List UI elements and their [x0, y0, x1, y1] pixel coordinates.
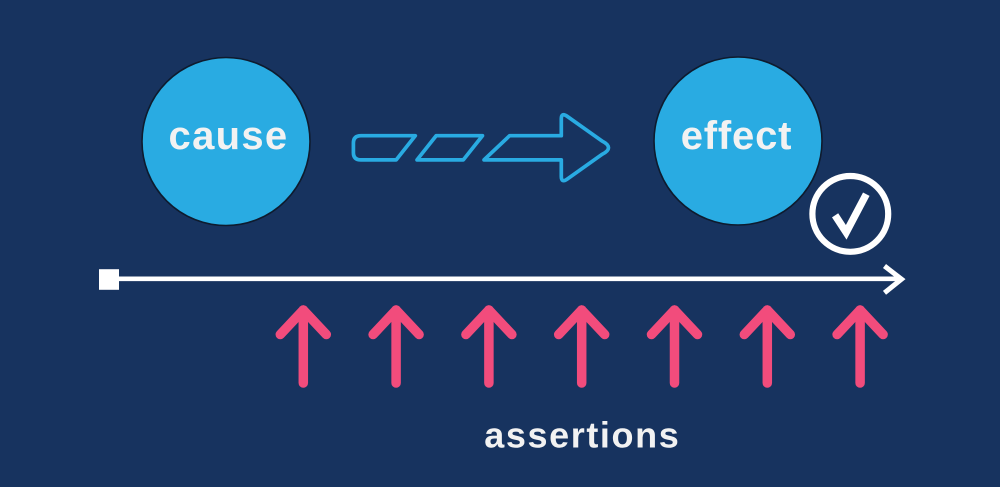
- svg-text:cause: cause: [169, 114, 289, 158]
- svg-text:effect: effect: [681, 114, 793, 158]
- svg-text:assertions: assertions: [484, 414, 680, 455]
